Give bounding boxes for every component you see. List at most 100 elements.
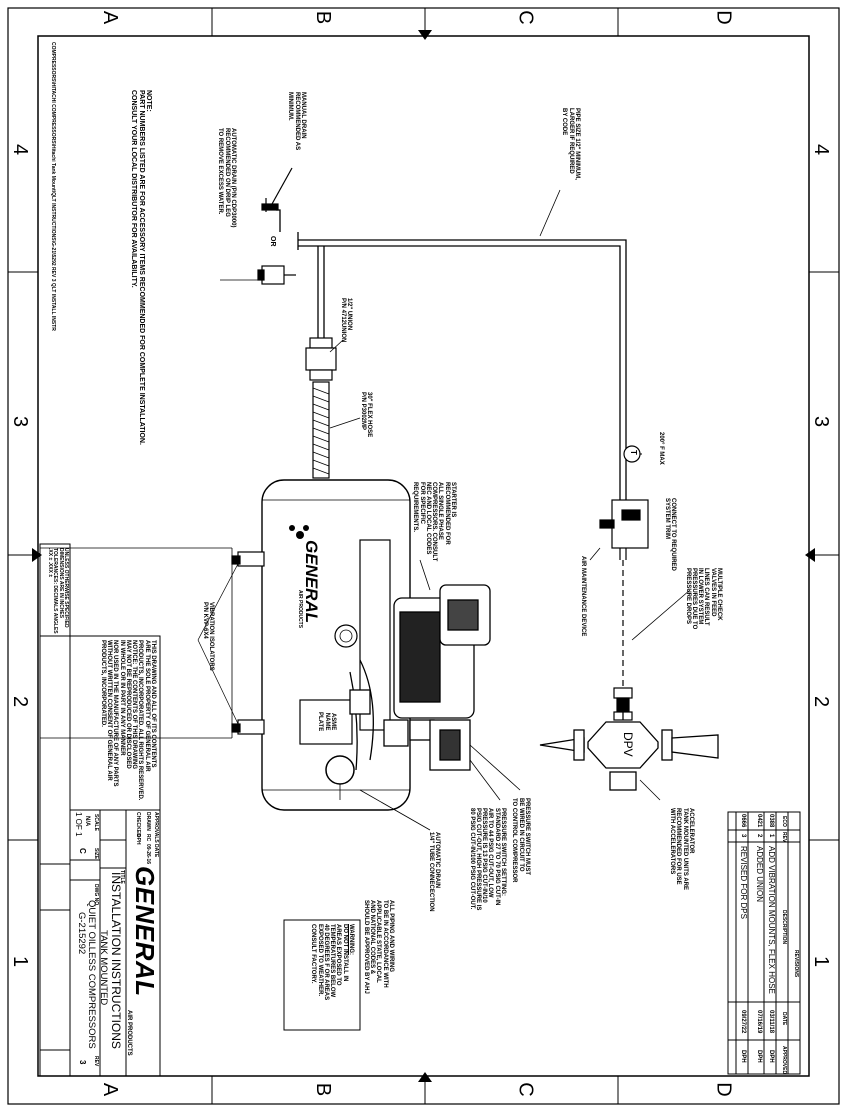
- manual-drain-line-1: MANUAL DRAIN: [300, 92, 306, 139]
- air-maintenance-callout: AIR MAINTENANCE DEVICE: [580, 556, 586, 637]
- outer-border: [7, 7, 840, 1105]
- starter-callout: STARTER IS RECOMMENDED FOR ALL SINGLE PH…: [412, 482, 456, 561]
- dwg-number: G-215292: [76, 912, 87, 955]
- rev-header-approved: APPROVED: [781, 1046, 787, 1075]
- rev-value: 3: [78, 1060, 87, 1065]
- size-value: C: [78, 848, 87, 854]
- accelerator-callout: ACCELERATOR TANK MOUNTED UNITS ARE RECOM…: [669, 808, 694, 890]
- warning-title: WARNING:: [348, 924, 354, 955]
- dwg-label: DWG NO.: [93, 884, 99, 907]
- rev-header-date: DATE: [781, 1012, 787, 1026]
- connect-line-1: CONNECT TO REQUIRED: [670, 498, 676, 571]
- proprietary-line-3: PRODUCTS, INCORPORATED. ALL RIGHTS RESER…: [137, 640, 144, 801]
- rev-row-1-rev: 1: [768, 834, 774, 838]
- temperature-callout: 200° F MAX: [658, 432, 664, 465]
- pressure-switch-wire-callout: PRESSURE SWITCH MUST BE WIRED IN CIRCUIT…: [511, 798, 530, 882]
- ps-wire-line-2: BE WIRED IN CIRCUIT TO: [517, 798, 524, 872]
- piping-callout: ALL PIPING AND WIRING TO BE IN ACCORDANC…: [363, 900, 394, 994]
- ps-wire-line-1: PRESSURE SWITCH MUST: [524, 798, 530, 876]
- rev-row-3-rev: 3: [740, 834, 746, 838]
- ps-set-line-1: PRESSURE SWITCH SETTING:: [500, 808, 506, 897]
- flex-hose-callout: 30" FLEX HOSE P/N P3002MP: [359, 392, 372, 437]
- rev-header-rev: REV: [781, 832, 787, 843]
- starter-line-3: ALL SINGLE PHASE: [437, 482, 444, 540]
- union-callout: 1/2" UNION P/N 4712UNION: [339, 298, 352, 342]
- zone-top-b: B: [312, 10, 335, 25]
- zone-top-c: C: [514, 10, 537, 25]
- rev-row-2-desc: ADDED UNION: [755, 846, 764, 903]
- connect-line-2: SYSTEM TRIM: [663, 498, 670, 540]
- starter-line-4: COMPRESSORS. CONSULT: [431, 482, 438, 562]
- file-path: COMPRESSORS\HITACHI COMPRESSORS\Hitachi …: [50, 42, 56, 331]
- temp-circle: [623, 445, 641, 463]
- zone-left-4: 4: [9, 143, 32, 156]
- warning-line-3: TEMPERATURES BELOW: [329, 924, 336, 998]
- warning-line-1: DO NOT INSTALL IN: [341, 924, 348, 982]
- warning-box: [283, 919, 361, 1031]
- automatic-drain: [220, 265, 296, 285]
- tank-brand-sub: AIR PRODUCTS: [297, 590, 303, 629]
- proprietary-line-8: WITHOUT WRITTEN CONSENT OF GENERAL AIR: [105, 640, 112, 781]
- piping-line-1: ALL PIPING AND WIRING: [388, 900, 394, 972]
- auto-drain-tube-callout: AUTOMATIC DRAIN 1/4" TUBE CONNECECTION: [427, 832, 440, 912]
- note-block: NOTE: PART NUMBERS LISTED ARE FOR ACCESS…: [130, 90, 152, 445]
- starter-line-6: FOR SPECIFIC: [418, 482, 425, 525]
- rev-row-3-approved: DPH: [740, 1050, 746, 1063]
- center-arrow-bottom: [418, 1072, 432, 1082]
- ps-set-line-3: AIR TO 44 PSIG CUT-OUT, LOW: [487, 808, 494, 898]
- proprietary-line-9: PRODUCTS, INCORPORATED.: [99, 640, 106, 727]
- zone-bottom-a: A: [99, 1082, 122, 1097]
- center-arrow-left: [32, 548, 42, 562]
- drawing-subtitle-2: QUIET OILLESS COMPRESSORS: [86, 900, 97, 1049]
- zone-top-d: D: [712, 10, 735, 25]
- check-line-5: PRESSURES DUE TO: [690, 568, 697, 630]
- title-block-brand-sub: AIR PRODUCTS: [126, 1010, 132, 1056]
- union-line-2: P/N 4712UNION: [339, 298, 346, 343]
- rev-row-3-date: 09/27/22: [740, 1010, 746, 1034]
- warning-line-2: AREAS EXPOSED TO: [335, 924, 342, 986]
- revisions-title: REVISIONS: [793, 950, 799, 978]
- compressor-unit: [349, 584, 491, 771]
- check-line-4: IN LOWER SYSTEM: [697, 568, 704, 625]
- ps-set-line-6: 80 PSIG CUT-IN/100 PSIG CUT-OUT.: [468, 808, 475, 910]
- vibration-line-1: VIBRATION ISOLATORS: [208, 602, 214, 671]
- auto-drain-callout: AUTOMATIC DRAIN (P/N CDP3000) RECOMMENDE…: [217, 128, 236, 227]
- zone-right-4: 4: [810, 143, 833, 156]
- air-maintenance-device: [589, 499, 649, 561]
- rev-row-2-rev: 2: [756, 834, 762, 838]
- auto-drain-line-1: AUTOMATIC DRAIN (P/N CDP3000): [230, 128, 236, 228]
- drain-tube-line-2: 1/4" TUBE CONNECECTION: [427, 832, 434, 912]
- flex-hose-line-1: 30" FLEX HOSE: [366, 392, 372, 438]
- asme-line-2: NAME: [323, 712, 330, 731]
- ps-set-line-4: PRESSURE IS 13 PSIG CUT-IN/10: [481, 808, 488, 903]
- scale-label: SCALE: [93, 814, 99, 831]
- proprietary-line-1: THIS DRAWING AND ALL OF ITS CONTENTS: [150, 640, 156, 768]
- drawing-subtitle-1: TANK MOUNTED: [98, 930, 109, 1006]
- rev-row-3-eco: 0666: [740, 814, 746, 828]
- check-valve-callout: MULTIPLE CHECK VALVES IN FEED LINES CAN …: [684, 568, 722, 629]
- rev-row-2-approved: DPH: [756, 1050, 762, 1063]
- zone-bottom-d: D: [712, 1082, 735, 1097]
- auto-drain-line-3: TO REMOVE EXCESS WATER.: [217, 128, 224, 215]
- union-line-1: 1/2" UNION: [346, 298, 352, 331]
- pressure-switch-leader: [469, 744, 521, 801]
- rev-header-eco: ECO: [781, 816, 787, 827]
- drain-tube-line-1: AUTOMATIC DRAIN: [434, 832, 440, 889]
- approvals-date-label: DATE: [153, 844, 159, 858]
- tolerance-line-3: TOLERANCES: DECIMALS ANGLES: [52, 548, 59, 634]
- note-line-2: CONSULT YOUR LOCAL DISTRIBUTOR FOR AVAIL…: [130, 90, 138, 288]
- accel-line-1: ACCELERATOR: [688, 808, 694, 854]
- rev-row-1-eco: 0388: [768, 814, 774, 828]
- tolerance-block: UNLESS OTHERWISE SPECIFIED DIMENSIONS AR…: [47, 548, 69, 634]
- scale-value: N/A: [84, 816, 90, 827]
- zone-right-2: 2: [810, 695, 833, 708]
- pipe-size-line-2: LARGER IF REQUIRED: [567, 108, 574, 174]
- rev-row-2-date: 07/16/19: [756, 1010, 762, 1034]
- pipe-leader: [539, 189, 561, 237]
- vibration-callout: VIBRATION ISOLATORS P/N KVP-6X4: [201, 602, 214, 671]
- starter-line-2: RECOMMENDED FOR: [443, 482, 450, 545]
- drawn-date: 09-26-16: [145, 844, 151, 865]
- zone-bottom-b: B: [312, 1082, 335, 1097]
